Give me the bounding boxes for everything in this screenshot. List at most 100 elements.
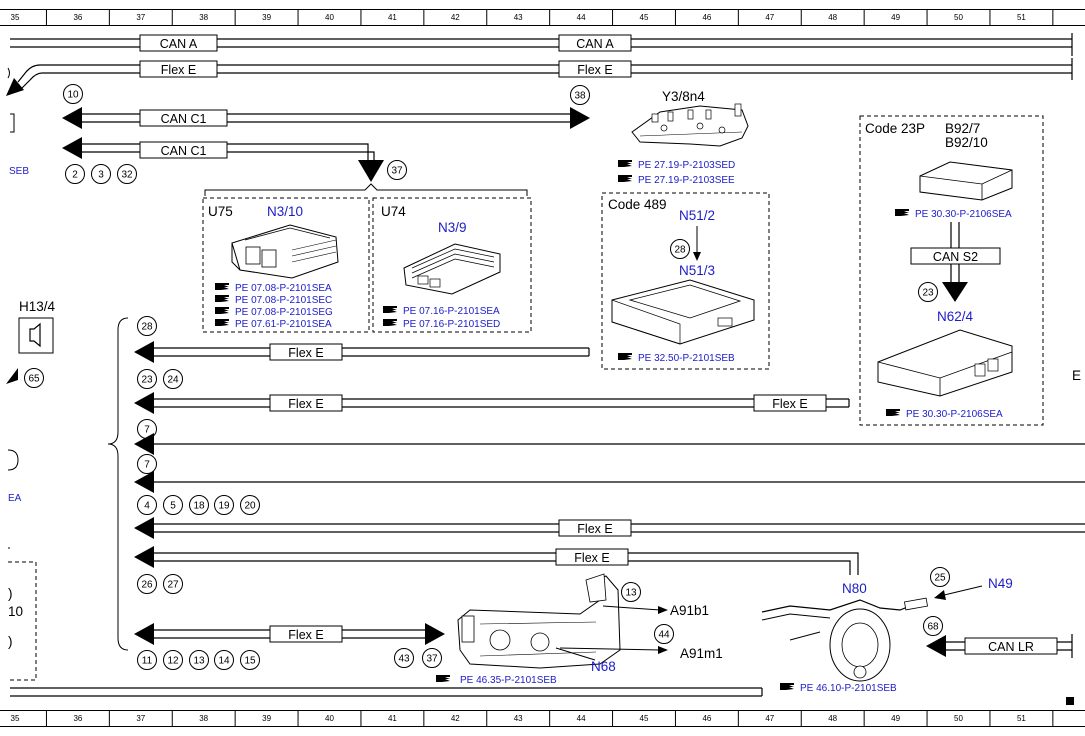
callout-circle xyxy=(930,567,950,587)
callout-number: 18 xyxy=(193,501,205,512)
n3-9-label: N3/9 xyxy=(438,220,467,235)
callout-circle xyxy=(240,650,260,670)
ruler-top-num: 40 xyxy=(325,13,334,22)
callout-circle xyxy=(163,574,183,594)
ruler-bottom-num: 40 xyxy=(325,714,334,723)
callout-circle xyxy=(654,624,674,644)
can-c1-label-2: CAN C1 xyxy=(161,144,207,158)
u75-refs: PE 07.08-P-2101SEA PE 07.08-P-2101SEC PE… xyxy=(215,283,333,330)
callout-circle xyxy=(214,650,234,670)
bottom-bus xyxy=(10,687,763,697)
ruler-top-num: 50 xyxy=(954,13,963,22)
can-a-bus: CAN A CAN A xyxy=(10,33,1073,56)
ruler-top-num: 37 xyxy=(136,13,145,22)
h13-4-group: H13/4 xyxy=(6,299,56,384)
callout-number: 11 xyxy=(142,656,153,667)
y3-8n4-label: Y3/8n4 xyxy=(662,89,705,104)
ruler-bottom-num: 51 xyxy=(1017,714,1026,723)
ruler-bottom-num: 35 xyxy=(11,714,20,723)
u75-label: U75 xyxy=(208,204,233,219)
ruler-bottom-num: 48 xyxy=(828,714,837,723)
callout-number: 28 xyxy=(674,245,686,256)
ruler-top-num: 44 xyxy=(577,13,586,22)
flex-e-label-r4: Flex E xyxy=(574,551,609,565)
ruler-top-num: 46 xyxy=(702,13,711,22)
callout-number: 68 xyxy=(927,622,939,633)
callout-number: 7 xyxy=(144,460,150,471)
flex-e-label-r2a: Flex E xyxy=(288,397,323,411)
callout-circle xyxy=(670,239,690,259)
ruler-bottom-num: 37 xyxy=(136,714,145,723)
left-clip-part xyxy=(7,449,19,471)
callout-number: 3 xyxy=(98,170,104,181)
callout-number: 44 xyxy=(658,630,670,641)
left-clip-seb: SEB xyxy=(9,166,29,177)
callout-circle xyxy=(137,495,157,515)
callout-circle xyxy=(91,164,111,184)
callout-number: 19 xyxy=(218,501,230,512)
callout-circle xyxy=(387,160,407,180)
callout-circle xyxy=(240,495,260,515)
ruler-bottom-num: 44 xyxy=(577,714,586,723)
flex-e-row-4: Flex E xyxy=(134,546,859,575)
flex-e-row-5: Flex E xyxy=(134,623,445,645)
left-clip-ea: EA xyxy=(8,493,22,504)
callout-number: 25 xyxy=(934,573,946,584)
left-clip-ten: 10 xyxy=(8,604,23,619)
ruler-top-num: 49 xyxy=(891,13,900,22)
n68-label: N68 xyxy=(591,659,616,674)
callout-number: 28 xyxy=(141,322,153,333)
b92-ref: PE 30.30-P-2106SEA xyxy=(915,209,1012,220)
left-clip-mark xyxy=(7,67,10,79)
wire-7a xyxy=(134,433,1085,455)
speaker-icon xyxy=(29,322,41,348)
flex-e-label-top-2: Flex E xyxy=(577,63,612,77)
flex-e-label-top-1: Flex E xyxy=(161,63,196,77)
left-brace xyxy=(107,317,129,651)
callout-number: 7 xyxy=(144,425,150,436)
callout-circle xyxy=(918,282,938,302)
ruler-top-num: 35 xyxy=(11,13,20,22)
can-s2-label: CAN S2 xyxy=(933,250,978,264)
n68-module xyxy=(457,573,621,669)
b92-7-label: B92/7 xyxy=(945,121,980,136)
callout-circle xyxy=(137,454,157,474)
can-c1-label-1: CAN C1 xyxy=(161,112,207,126)
h13-4-label: H13/4 xyxy=(19,299,56,314)
ruler-top-num: 43 xyxy=(514,13,523,22)
flex-e-label-r2b: Flex E xyxy=(772,397,807,411)
callout-number: 12 xyxy=(167,656,179,667)
callout-number: 20 xyxy=(244,501,256,512)
n80-group: N80 N49 CAN LR PE 46.10-P-2101SEB xyxy=(761,576,1073,694)
callout-circle xyxy=(570,85,590,105)
n80-label: N80 xyxy=(842,581,867,596)
callout-circle xyxy=(163,369,183,389)
u74-label: U74 xyxy=(381,204,406,219)
flex-e-label-r3: Flex E xyxy=(577,522,612,536)
group-brace-top xyxy=(204,183,528,196)
ruler-top-num: 36 xyxy=(73,13,82,22)
callout-number: 2 xyxy=(72,170,78,181)
y3-ref-2: PE 27.19-P-2103SEE xyxy=(638,175,735,186)
ruler-bottom-num: 50 xyxy=(954,714,963,723)
left-clip-mark-2: ) xyxy=(8,586,13,601)
callout-circle xyxy=(621,582,641,602)
callout-circle xyxy=(163,495,183,515)
callout-circle xyxy=(214,495,234,515)
n68-ref: PE 46.35-P-2101SEB xyxy=(460,675,557,686)
u75-group: U75 N3/10 PE 07.08-P-2101SEA PE 07.08-P-… xyxy=(202,197,370,333)
left-clip-box xyxy=(10,113,15,133)
callout-number: 23 xyxy=(141,375,153,386)
u75-ref-2: PE 07.08-P-2101SEC xyxy=(235,295,332,306)
y3-ref-1: PE 27.19-P-2103SED xyxy=(638,160,735,171)
n3-10-module xyxy=(231,224,339,279)
b92-module xyxy=(919,161,1013,201)
n51-ref: PE 32.50-P-2101SEB xyxy=(638,353,735,364)
callout-circle xyxy=(189,495,209,515)
left-clip-mark-3: ) xyxy=(8,634,13,649)
ruler-top-num: 45 xyxy=(640,13,649,22)
